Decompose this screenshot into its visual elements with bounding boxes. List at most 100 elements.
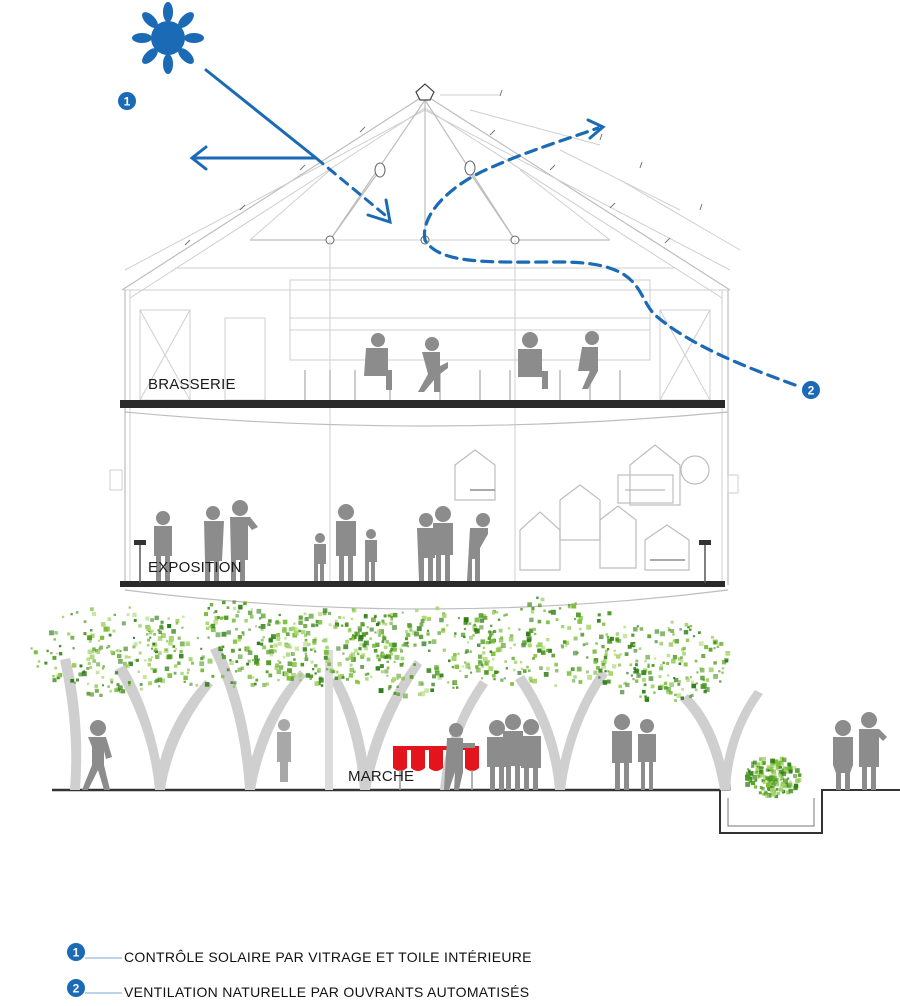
leaf-dot [764, 790, 767, 793]
leaf-dot [278, 621, 281, 625]
leaf-dot [361, 632, 367, 637]
leaf-dot [416, 626, 422, 632]
leaf-dot [57, 676, 60, 680]
leaf-dot [636, 673, 641, 678]
leaf-dot [309, 674, 314, 678]
leaf-dot [78, 672, 83, 677]
leaf-dot [388, 655, 392, 658]
leaf-dot [762, 781, 766, 785]
leaf-dot [200, 647, 203, 650]
leaf-dot [439, 617, 444, 623]
leaf-dot [238, 604, 243, 610]
leaf-dot [217, 616, 220, 619]
leaf-dot [173, 649, 176, 652]
leaf-dot [668, 642, 674, 647]
leaf-dot [788, 780, 792, 784]
leaf-dot [427, 616, 432, 621]
leaf-dot [778, 770, 783, 774]
leaf-dot [489, 631, 494, 636]
leaf-dot [755, 762, 760, 768]
leaf-dot [393, 660, 396, 663]
leaf-dot [654, 629, 660, 634]
leaf-dot [400, 649, 404, 653]
leaf-dot [287, 668, 292, 674]
leaf-dot [662, 661, 665, 665]
leaf-dot [185, 641, 191, 646]
leaf-dot [250, 682, 255, 687]
leaf-dot [375, 666, 380, 671]
leaf-dot [487, 636, 492, 640]
leaf-dot [489, 633, 493, 638]
leaf-dot [780, 788, 784, 793]
leaf-dot [602, 659, 607, 664]
leaf-dot [260, 627, 264, 631]
leaf-dot [252, 659, 255, 662]
leaf-dot [537, 603, 542, 608]
leaf-dot [770, 767, 774, 771]
leaf-dot [653, 691, 656, 694]
leaf-dot [478, 654, 483, 659]
leaf-dot [674, 693, 677, 697]
building-walls [109, 240, 739, 585]
leaf-dot [383, 614, 387, 618]
leaf-dot [785, 766, 790, 771]
leaf-dot [329, 668, 334, 673]
leaf-dot [403, 642, 408, 647]
leaf-dot [771, 769, 777, 775]
leaf-dot [90, 629, 93, 632]
leaf-dot [463, 621, 467, 625]
leaf-dot [453, 680, 458, 685]
leaf-dot [578, 615, 583, 621]
leaf-dot [370, 675, 373, 678]
leaf-dot [667, 628, 671, 632]
leaf-dot [658, 675, 662, 679]
leaf-dot [578, 680, 583, 684]
leaf-dot [778, 760, 783, 765]
leaf-dot [754, 771, 758, 774]
leaf-dot [698, 641, 704, 646]
leaf-dot [492, 657, 495, 661]
leaf-dot [758, 791, 762, 795]
leaf-dot [457, 617, 460, 620]
leaf-dot [303, 624, 308, 629]
leaf-dot [260, 638, 264, 642]
leaf-dot [749, 780, 752, 784]
leaf-dot [92, 647, 96, 651]
leaf-dot [389, 613, 394, 617]
leaf-dot [689, 625, 693, 628]
leaf-dot [413, 643, 417, 647]
leaf-dot [721, 667, 725, 670]
leaf-dot [384, 655, 389, 659]
leaf-dot [647, 634, 652, 639]
leaf-dot [150, 618, 154, 622]
leaf-dot [116, 683, 120, 687]
leaf-dot [381, 621, 385, 625]
leaf-dot [431, 639, 437, 644]
leaf-dot [694, 688, 698, 692]
leaf-dot [364, 673, 368, 676]
leaf-dot [305, 654, 308, 658]
leaf-dot [651, 664, 655, 667]
leaf-dot [517, 670, 522, 675]
leaf-dot [530, 610, 535, 614]
leaf-dot [318, 677, 324, 683]
leaf-dot [760, 773, 765, 777]
leaf-dot [788, 769, 793, 774]
leaf-dot [232, 685, 236, 688]
leaf-dot [464, 661, 467, 664]
leaf-dot [70, 613, 73, 616]
leaf-dot [774, 759, 779, 764]
leaf-dot [624, 652, 629, 656]
leaf-dot [464, 674, 468, 679]
leaf-dot [648, 670, 652, 675]
leaf-dot [540, 597, 545, 602]
leaf-dot [481, 677, 484, 680]
leaf-dot [109, 689, 113, 693]
leaf-dot [713, 647, 716, 650]
leaf-dot [676, 693, 682, 698]
leaf-dot [128, 655, 131, 659]
leaf-dot [278, 665, 284, 670]
leaf-dot [644, 697, 649, 702]
leaf-dot [237, 610, 240, 613]
leaf-dot [56, 674, 61, 679]
